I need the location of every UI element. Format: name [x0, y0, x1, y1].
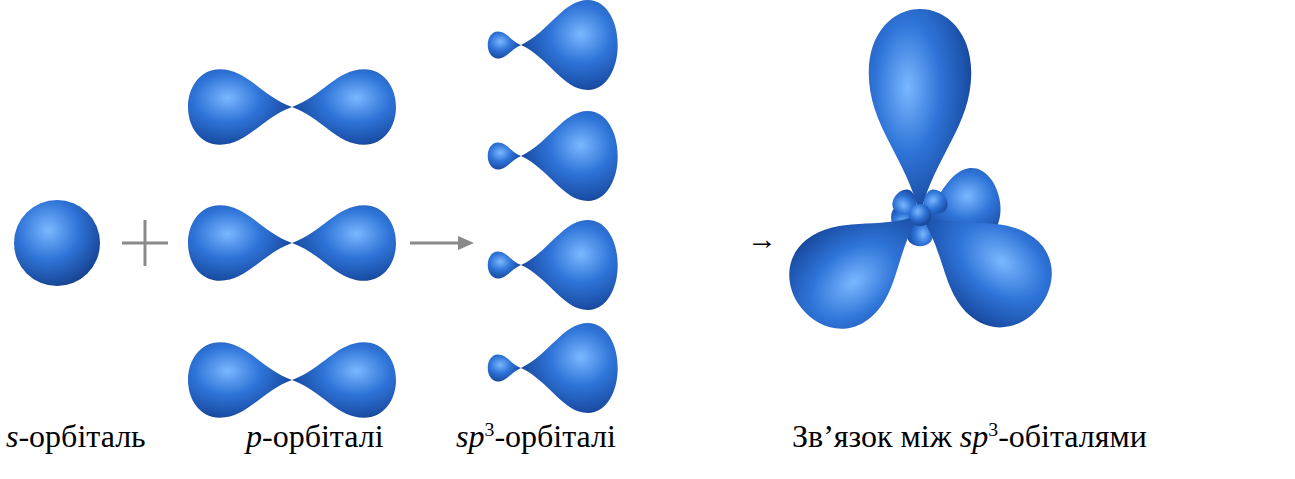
orbital-caption: sp3-орбіталі	[456, 420, 616, 452]
sp3-tetrahedral-bond	[770, 9, 1071, 347]
orbital-caption: p-орбіталі	[246, 420, 384, 452]
orbital-caption: s-орбіталь	[6, 420, 146, 452]
s-orbital	[14, 200, 100, 286]
plus-sign	[122, 220, 168, 266]
sp3-orbitals	[488, 0, 618, 413]
arrow-symbol: →	[747, 224, 777, 254]
reaction-arrow	[410, 236, 474, 250]
orbital-caption: Зв’язок між sp3-обіталями	[792, 420, 1147, 452]
p-orbitals	[188, 69, 396, 418]
